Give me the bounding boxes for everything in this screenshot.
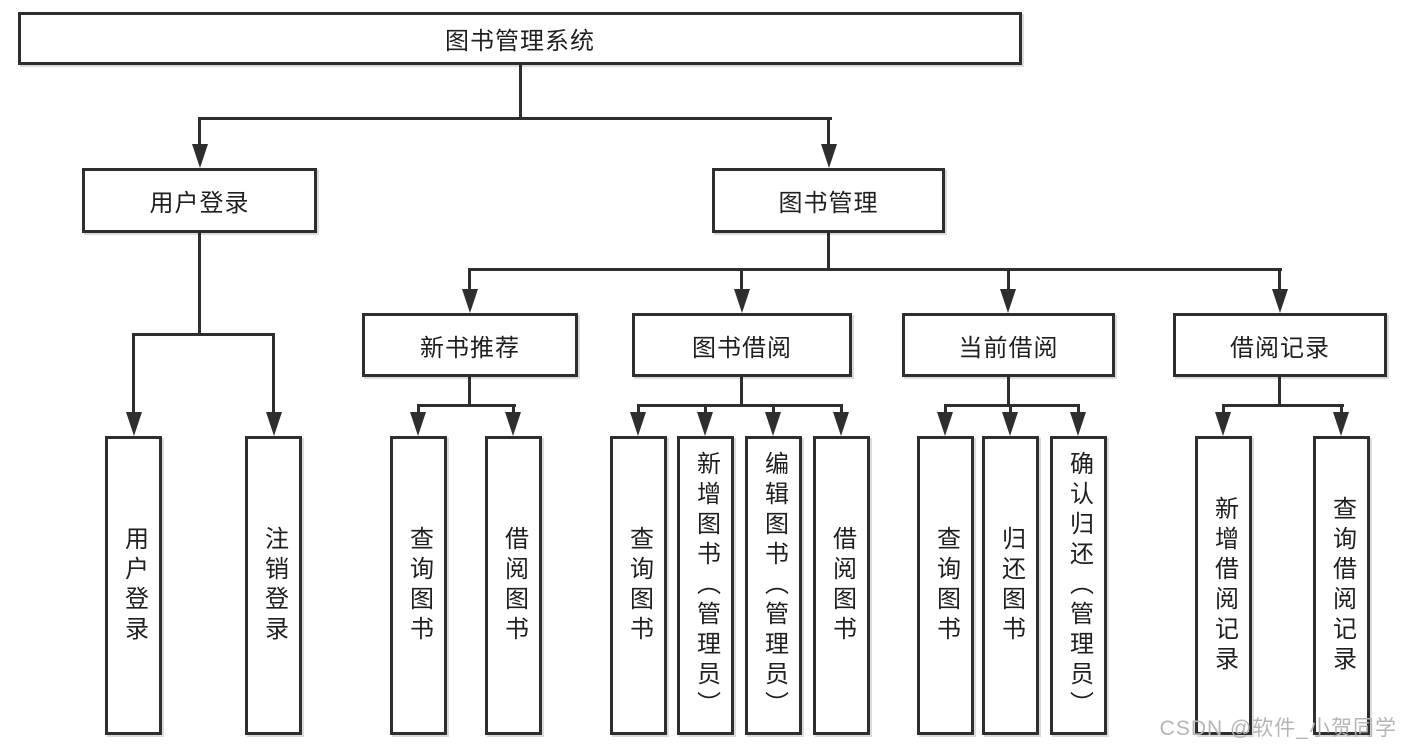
node-current-borrow: 当前借阅	[902, 313, 1115, 377]
connector-line	[198, 117, 201, 144]
leaf-query-books: 查询图书	[610, 436, 667, 735]
arrowhead-down-icon	[410, 412, 426, 436]
node-new-book-recommend: 新书推荐	[362, 313, 578, 377]
node-label: 用户登录	[120, 525, 148, 646]
connector-line	[1278, 268, 1281, 289]
node-label: 借阅图书	[500, 525, 528, 646]
connector-line	[512, 404, 515, 412]
node-book-management: 图书管理	[712, 168, 945, 233]
arrowhead-down-icon	[734, 289, 750, 313]
leaf-query-books: 查询图书	[390, 436, 447, 735]
connector-line	[417, 404, 516, 407]
leaf-query-books: 查询图书	[917, 436, 974, 735]
leaf-logout: 注销登录	[245, 436, 302, 735]
arrowhead-down-icon	[630, 412, 646, 436]
connector-line	[1222, 404, 1344, 407]
connector-line	[827, 117, 830, 144]
node-label: 新书推荐	[420, 334, 520, 362]
connector-line	[1077, 404, 1080, 412]
connector-line	[1340, 404, 1343, 412]
leaf-user-login: 用户登录	[105, 436, 162, 735]
connector-line	[468, 377, 471, 404]
leaf-borrow-books: 借阅图书	[813, 436, 870, 735]
leaf-query-borrow-record: 查询借阅记录	[1313, 436, 1370, 735]
connector-line	[772, 404, 775, 412]
connector-line	[519, 65, 522, 117]
node-label: 图书借阅	[692, 334, 792, 362]
arrowhead-down-icon	[1215, 412, 1231, 436]
arrowhead-down-icon	[192, 144, 208, 168]
connector-line	[704, 404, 707, 412]
connector-line	[468, 268, 1282, 271]
node-root-system: 图书管理系统	[18, 12, 1022, 65]
node-label: 新增借阅记录	[1210, 495, 1238, 676]
node-label: 查询图书	[625, 525, 653, 646]
node-label: 借阅记录	[1230, 334, 1330, 362]
node-label: 编辑图书（管理员）	[760, 450, 788, 721]
arrowhead-down-icon	[765, 412, 781, 436]
node-user-login: 用户登录	[82, 168, 317, 233]
connector-line	[1009, 404, 1012, 412]
arrowhead-down-icon	[462, 289, 478, 313]
leaf-return-books: 归还图书	[982, 436, 1039, 735]
node-label: 查询图书	[932, 525, 960, 646]
connector-line	[740, 268, 743, 289]
node-label: 确认归还（管理员）	[1065, 450, 1093, 721]
arrowhead-down-icon	[1000, 289, 1016, 313]
connector-line	[840, 404, 843, 412]
node-label: 当前借阅	[958, 334, 1059, 362]
leaf-borrow-books: 借阅图书	[485, 436, 542, 735]
connector-line	[1007, 377, 1010, 404]
leaf-add-borrow-record: 新增借阅记录	[1195, 436, 1252, 735]
connector-line	[272, 333, 275, 412]
connector-line	[740, 377, 743, 404]
arrowhead-down-icon	[505, 412, 521, 436]
connector-line	[198, 233, 201, 333]
arrowhead-down-icon	[821, 144, 837, 168]
connector-line	[944, 404, 1080, 407]
arrowhead-down-icon	[697, 412, 713, 436]
arrowhead-down-icon	[1002, 412, 1018, 436]
arrowhead-down-icon	[1272, 289, 1288, 313]
connector-line	[468, 268, 471, 289]
node-borrow-records: 借阅记录	[1173, 313, 1387, 377]
connector-line	[198, 117, 832, 120]
connector-line	[944, 404, 947, 412]
node-label: 新增图书（管理员）	[692, 450, 720, 721]
arrowhead-down-icon	[1333, 412, 1349, 436]
connector-line	[637, 404, 640, 412]
arrowhead-down-icon	[266, 412, 282, 436]
leaf-add-books-admin: 新增图书（管理员）	[677, 436, 734, 735]
arrowhead-down-icon	[833, 412, 849, 436]
connector-line	[637, 404, 843, 407]
leaf-edit-books-admin: 编辑图书（管理员）	[745, 436, 802, 735]
leaf-confirm-return-admin: 确认归还（管理员）	[1050, 436, 1107, 735]
arrowhead-down-icon	[126, 412, 142, 436]
node-label: 图书管理系统	[445, 28, 595, 55]
node-book-borrow: 图书借阅	[632, 313, 852, 377]
node-label: 用户登录	[149, 190, 250, 217]
connector-line	[132, 333, 135, 412]
node-label: 注销登录	[260, 525, 288, 646]
connector-line	[1007, 268, 1010, 289]
node-label: 查询借阅记录	[1328, 495, 1356, 676]
node-label: 归还图书	[997, 525, 1025, 646]
connector-line	[827, 232, 830, 270]
connector-line	[417, 404, 420, 412]
arrowhead-down-icon	[1070, 412, 1086, 436]
node-label: 借阅图书	[828, 525, 856, 646]
arrowhead-down-icon	[937, 412, 953, 436]
connector-line	[1278, 377, 1281, 404]
node-label: 图书管理	[778, 190, 879, 217]
connector-line	[1222, 404, 1225, 412]
csdn-watermark: CSDN @软件_小贺同学	[1159, 717, 1397, 740]
connector-line	[132, 333, 275, 336]
node-label: 查询图书	[405, 525, 433, 646]
